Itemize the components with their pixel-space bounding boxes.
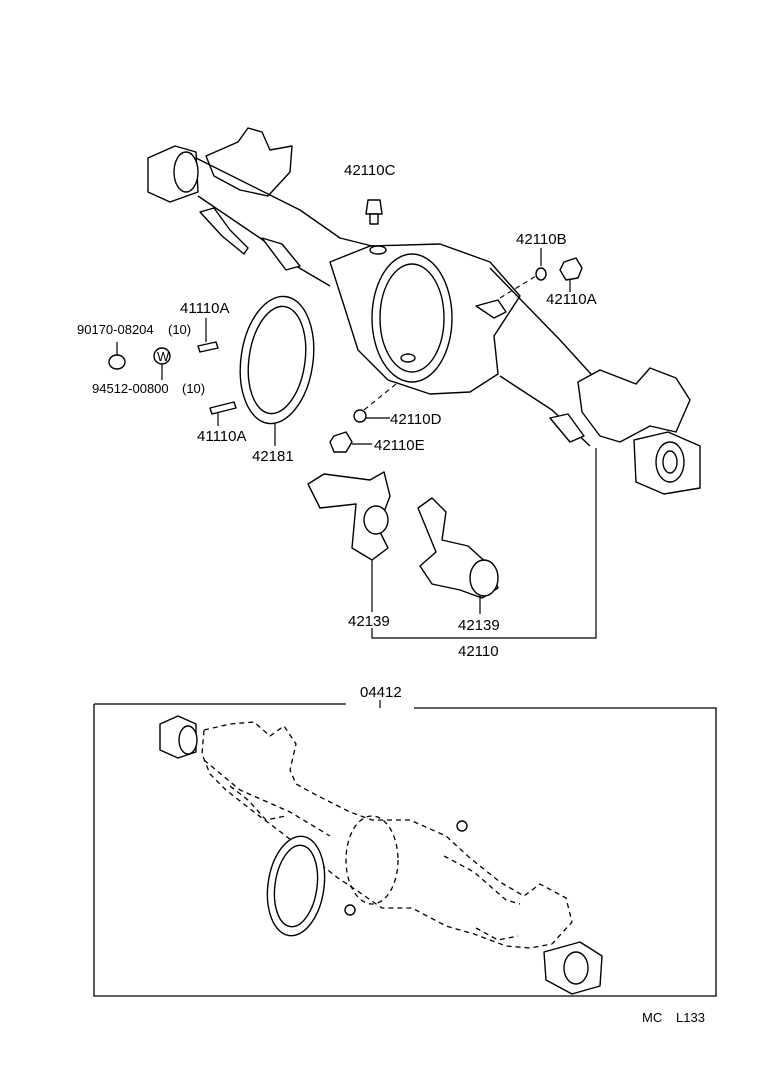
- label-41110a-bottom: 41110A: [197, 428, 247, 445]
- assembly-gasket-outline: [266, 835, 326, 937]
- nut-90170-08204: [108, 354, 126, 370]
- washer-mark: W: [157, 349, 170, 364]
- label-42139-left: 42139: [348, 613, 390, 630]
- washer-42110b: [535, 267, 547, 281]
- label-42181: 42181: [252, 448, 294, 465]
- label-42110d: 42110D: [390, 411, 442, 428]
- footer-code: MC: [642, 1010, 662, 1025]
- label-90170-08204: 90170-08204: [77, 322, 154, 337]
- breather-plug-42110c: [365, 199, 383, 225]
- axle-housing-42110: [147, 127, 701, 495]
- label-90170-qty: (10): [168, 322, 191, 337]
- washer-42110d: [353, 409, 367, 423]
- label-42110b: 42110B: [516, 231, 567, 248]
- axle-assembly-outline: [159, 715, 603, 995]
- label-94512-qty: (10): [182, 381, 205, 396]
- nut-42110a: [559, 257, 583, 281]
- label-42139-right: 42139: [458, 617, 500, 634]
- label-41110a-top: 41110A: [180, 300, 230, 317]
- label-42110e: 42110E: [374, 437, 425, 454]
- plug-42110e: [329, 431, 353, 453]
- stud-41110a-bottom: [209, 401, 237, 415]
- footer-page: L133: [676, 1010, 705, 1025]
- label-94512-00800: 94512-00800: [92, 381, 169, 396]
- bracket-42139-left: [307, 471, 391, 561]
- label-04412: 04412: [360, 684, 402, 701]
- gasket-42181: [239, 295, 315, 425]
- label-42110c: 42110C: [344, 162, 396, 179]
- label-42110: 42110: [458, 643, 499, 660]
- stud-41110a-top: [197, 341, 219, 353]
- assembly-washer-outline: [344, 904, 356, 916]
- bracket-42139-right: [417, 497, 499, 599]
- washer-94512-00800: W: [153, 347, 171, 365]
- label-42110a-right: 42110A: [546, 291, 597, 308]
- assembly-box-04412: [93, 700, 717, 997]
